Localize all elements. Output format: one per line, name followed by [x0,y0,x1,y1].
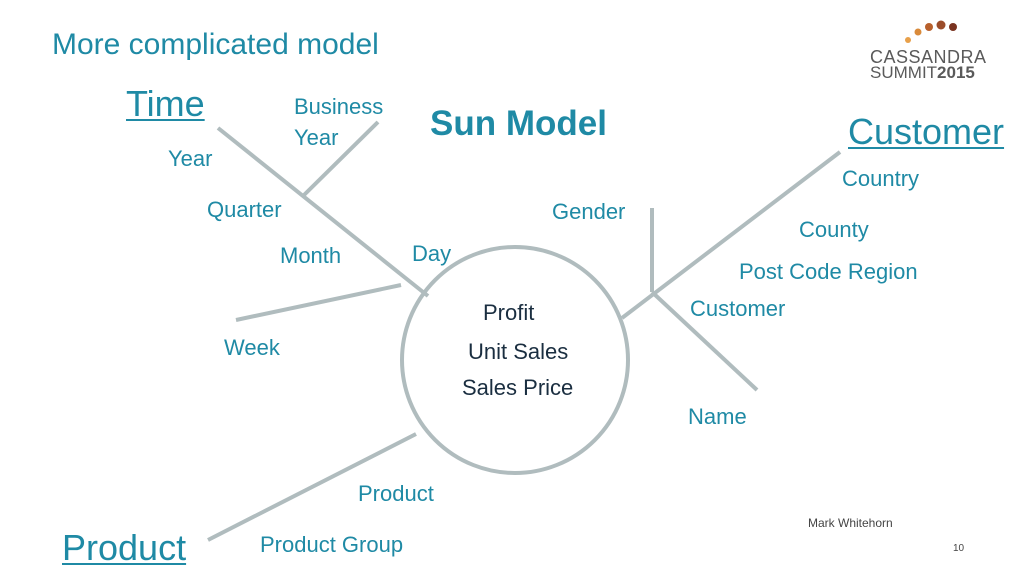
time-branch-line [216,126,430,298]
cassandra-summit-logo: CASSANDRA SUMMIT2015 [850,20,986,82]
logo-line-2: SUMMIT2015 [870,63,975,82]
customer-level-gender: Gender [552,199,626,224]
time-level-week: Week [224,335,280,360]
time-level-quarter: Quarter [207,197,282,222]
product-level-product: Product [358,481,434,506]
time-level-day: Day [412,241,452,266]
fact-circle [400,245,630,475]
product-level-product-group: Product Group [260,532,404,557]
measure-profit: Profit [483,300,535,325]
product-branch-line [207,432,417,542]
author-name: Mark Whitehorn [808,516,893,530]
measure-unit-sales: Unit Sales [468,339,569,364]
customer-level-county: County [799,217,869,242]
customer-level-post-code-region: Post Code Region [739,259,918,284]
customer-level-country: Country [842,166,920,191]
dimension-customer-label: Customer [848,111,1005,152]
logo-line-1: CASSANDRA [870,47,987,67]
diagram-heading: Sun Model [430,104,607,143]
business-year-branch-line [301,120,380,198]
slide-title: More complicated model [52,28,379,61]
dimension-time-label: Time [126,83,205,124]
time-level-business-year: Business Year [294,94,384,150]
logo-dots-icon [905,20,957,43]
week-branch-line [235,283,402,322]
name-branch-line [650,290,759,392]
customer-level-name: Name [688,404,747,429]
dimension-product-label: Product [62,527,187,568]
time-level-year: Year [168,146,213,171]
time-level-month: Month [280,243,342,268]
page-number: 10 [953,543,965,554]
customer-branch-line [620,150,842,320]
measure-sales-price: Sales Price [462,375,574,400]
customer-level-customer: Customer [690,296,786,321]
